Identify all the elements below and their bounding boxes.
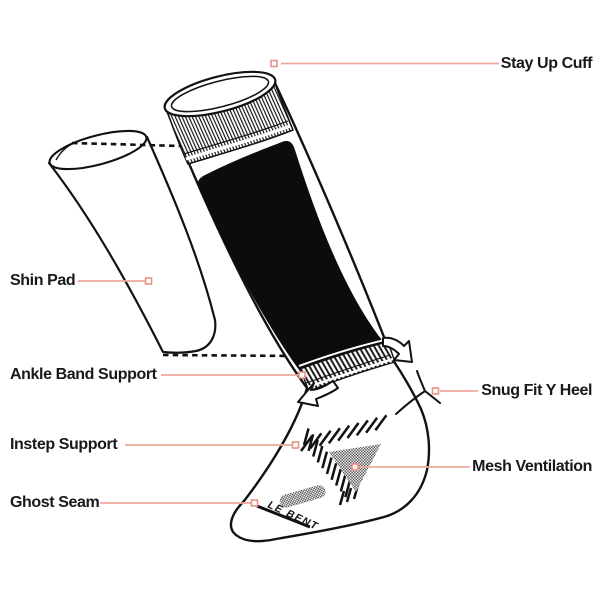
heel-y-seam [395, 370, 441, 415]
label-ankle-band-support: Ankle Band Support [10, 366, 157, 383]
callout-marker-snug-fit-y-heel [431, 387, 440, 395]
dashed-connector-top [71, 141, 182, 148]
callout-marker-stay-up-cuff [270, 59, 278, 68]
ankle-band-arrow-left [297, 380, 339, 407]
shin-pad-top-cap [48, 129, 148, 171]
toe-seam-line [256, 504, 311, 529]
label-ghost-seam: Ghost Seam [10, 494, 100, 511]
callout-marker-ankle-band-support [298, 371, 306, 379]
label-mesh-ventilation: Mesh Ventilation [472, 458, 592, 475]
label-instep-support: Instep Support [10, 436, 118, 453]
shin-panel [197, 140, 385, 378]
label-shin-pad: Shin Pad [10, 272, 76, 289]
callout-marker-shin-pad [144, 277, 153, 285]
label-stay-up-cuff: Stay Up Cuff [500, 55, 593, 72]
cuff-opening [163, 70, 277, 118]
callout-marker-instep-support [291, 441, 300, 449]
ankle-band [297, 336, 413, 407]
callout-markers [144, 59, 440, 507]
callout-marker-ghost-seam [250, 499, 259, 507]
ankle-band-arrow-right [382, 336, 413, 363]
label-snug-fit-y-heel: Snug Fit Y Heel [481, 382, 592, 399]
dashed-connector-bottom [162, 353, 301, 358]
toe-seam-band [279, 485, 326, 508]
callout-marker-mesh-ventilation [350, 462, 360, 472]
callout-lines [78, 62, 499, 504]
